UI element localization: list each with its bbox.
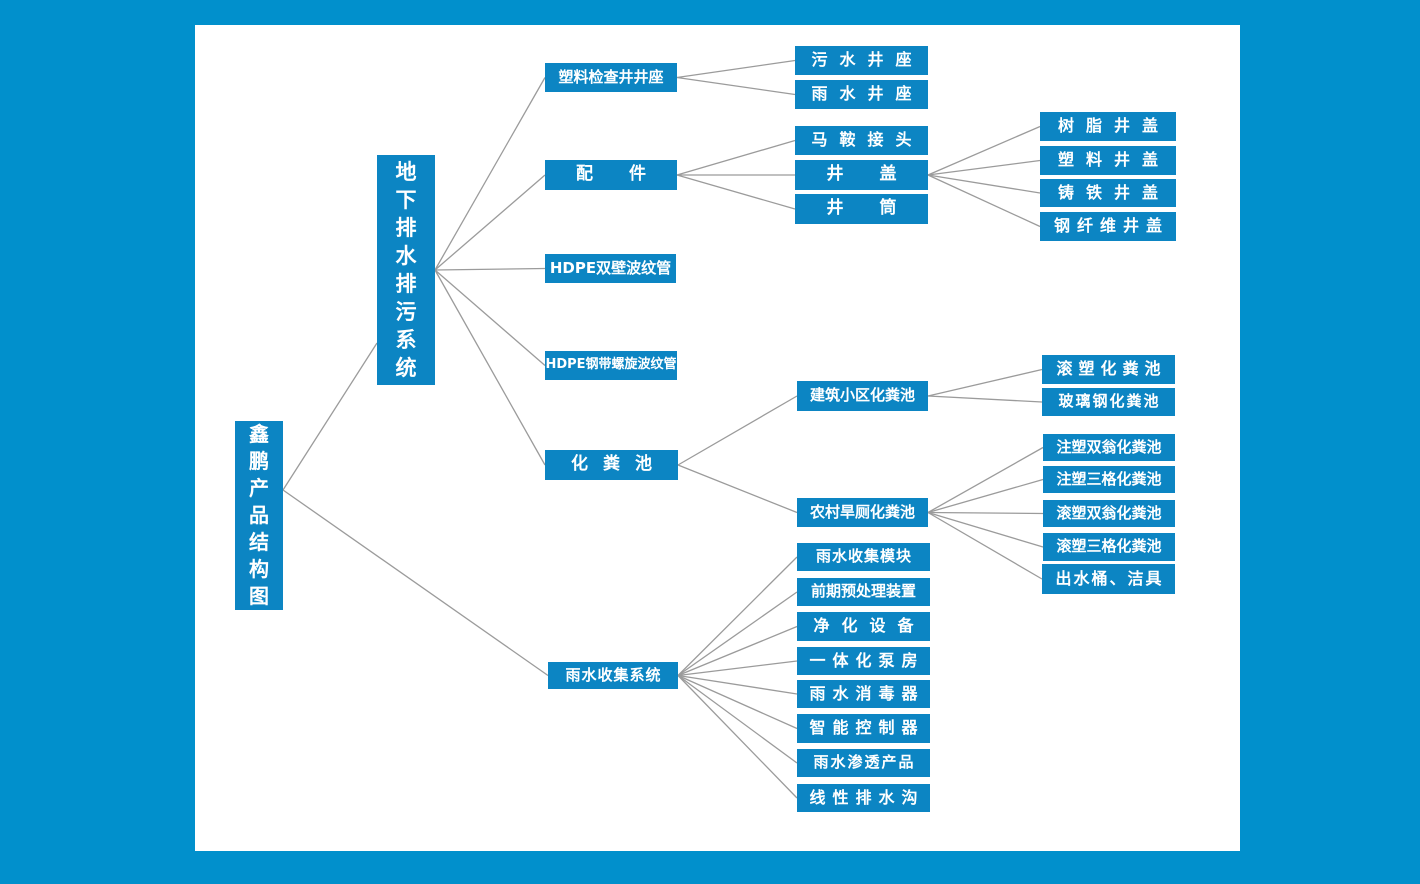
node-root-label: 鑫鹏产品结构图 — [249, 422, 269, 608]
node-rainwater-sterilizer-label: 雨水消毒器 — [809, 683, 925, 703]
node-frp-septic-tank-label: 玻璃钢化粪池 — [1058, 392, 1161, 411]
node-roto-three-grid-septic-tank: 滚塑三格化粪池 — [1043, 533, 1175, 561]
node-injection-double-urn-septic-tank-label: 注塑双翁化粪池 — [1056, 437, 1162, 456]
node-rainwater-collection-module: 雨水收集模块 — [797, 543, 930, 571]
node-residential-septic-tank-label: 建筑小区化粪池 — [809, 386, 915, 405]
node-integrated-pump-house-label: 一体化泵房 — [809, 650, 925, 670]
node-underground-system-label: 地下排水排污系统 — [395, 160, 417, 380]
node-plastic-manhole-cover-label: 塑料井盖 — [1057, 150, 1170, 170]
node-saddle-joint: 马鞍接头 — [795, 126, 928, 155]
node-hdpe-double-wall-pipe-label: HDPE双壁波纹管 — [549, 258, 672, 277]
node-cast-iron-manhole-cover-label: 铸铁井盖 — [1057, 182, 1170, 202]
node-well-barrel: 井筒 — [795, 194, 928, 224]
node-rainwater-infiltration-products: 雨水渗透产品 — [797, 749, 930, 777]
node-resin-manhole-cover: 树脂井盖 — [1040, 112, 1176, 141]
node-rainwater-collection-module-label: 雨水收集模块 — [815, 547, 912, 566]
node-accessories: 配件 — [545, 160, 677, 190]
node-rainwater-collection-system: 雨水收集系统 — [548, 662, 678, 689]
node-linear-drainage-ditch: 线性排水沟 — [797, 784, 930, 812]
node-septic-tank: 化粪池 — [545, 450, 678, 480]
node-cast-iron-manhole-cover: 铸铁井盖 — [1040, 179, 1176, 207]
node-resin-manhole-cover-label: 树脂井盖 — [1057, 116, 1170, 136]
node-rural-dry-toilet-septic-tank: 农村旱厕化粪池 — [797, 498, 928, 527]
node-residential-septic-tank: 建筑小区化粪池 — [797, 381, 928, 411]
node-roto-three-grid-septic-tank-label: 滚塑三格化粪池 — [1056, 537, 1162, 556]
node-rainwater-well-seat-label: 雨水井座 — [811, 84, 924, 104]
node-rainwater-collection-system-label: 雨水收集系统 — [565, 665, 662, 684]
node-integrated-pump-house: 一体化泵房 — [797, 647, 930, 675]
node-roto-double-urn-septic-tank: 滚塑双翁化粪池 — [1043, 500, 1175, 527]
node-pretreatment-device-label: 前期预处理装置 — [810, 582, 916, 601]
node-roto-molded-septic-tank: 滚塑化粪池 — [1042, 355, 1175, 384]
node-rainwater-infiltration-products-label: 雨水渗透产品 — [813, 753, 916, 772]
node-steel-fiber-manhole-cover: 钢纤维井盖 — [1040, 212, 1176, 241]
node-plastic-manhole-cover: 塑料井盖 — [1040, 146, 1176, 175]
node-rainwater-sterilizer: 雨水消毒器 — [797, 680, 930, 708]
node-injection-three-grid-septic-tank-label: 注塑三格化粪池 — [1056, 469, 1162, 488]
node-manhole-cover: 井盖 — [795, 160, 928, 190]
node-frp-septic-tank: 玻璃钢化粪池 — [1042, 388, 1175, 416]
node-plastic-inspection-well-seat-label: 塑料检查井井座 — [558, 67, 664, 86]
node-septic-tank-label: 化粪池 — [571, 454, 667, 475]
node-saddle-joint-label: 马鞍接头 — [811, 130, 924, 150]
node-smart-controller: 智能控制器 — [797, 714, 930, 743]
node-root: 鑫鹏产品结构图 — [235, 421, 283, 610]
node-injection-double-urn-septic-tank: 注塑双翁化粪池 — [1043, 434, 1175, 461]
node-outlet-bucket-sanitary-ware: 出水桶、洁具 — [1042, 564, 1175, 594]
node-hdpe-steel-spiral-pipe-label: HDPE钢带螺旋波纹管 — [545, 357, 677, 373]
node-purification-equipment: 净化设备 — [797, 612, 930, 641]
node-sewage-well-seat: 污水井座 — [795, 46, 928, 75]
node-injection-three-grid-septic-tank: 注塑三格化粪池 — [1043, 466, 1175, 493]
node-pretreatment-device: 前期预处理装置 — [797, 578, 930, 606]
node-well-barrel-label: 井筒 — [826, 198, 933, 219]
node-manhole-cover-label: 井盖 — [826, 164, 933, 185]
node-smart-controller-label: 智能控制器 — [809, 718, 925, 738]
node-underground-system: 地下排水排污系统 — [377, 155, 435, 385]
node-hdpe-double-wall-pipe: HDPE双壁波纹管 — [545, 254, 676, 283]
node-rainwater-well-seat: 雨水井座 — [795, 80, 928, 109]
node-linear-drainage-ditch-label: 线性排水沟 — [809, 787, 925, 807]
node-roto-molded-septic-tank-label: 滚塑化粪池 — [1056, 359, 1167, 379]
node-accessories-label: 配件 — [576, 164, 682, 185]
node-purification-equipment-label: 净化设备 — [813, 616, 926, 636]
node-roto-double-urn-septic-tank-label: 滚塑双翁化粪池 — [1056, 503, 1162, 522]
node-steel-fiber-manhole-cover-label: 钢纤维井盖 — [1053, 216, 1169, 236]
node-rural-dry-toilet-septic-tank-label: 农村旱厕化粪池 — [809, 502, 915, 521]
node-hdpe-steel-spiral-pipe: HDPE钢带螺旋波纹管 — [545, 351, 677, 380]
node-plastic-inspection-well-seat: 塑料检查井井座 — [545, 63, 677, 92]
node-sewage-well-seat-label: 污水井座 — [811, 50, 924, 70]
node-outlet-bucket-sanitary-ware-label: 出水桶、洁具 — [1055, 568, 1164, 588]
